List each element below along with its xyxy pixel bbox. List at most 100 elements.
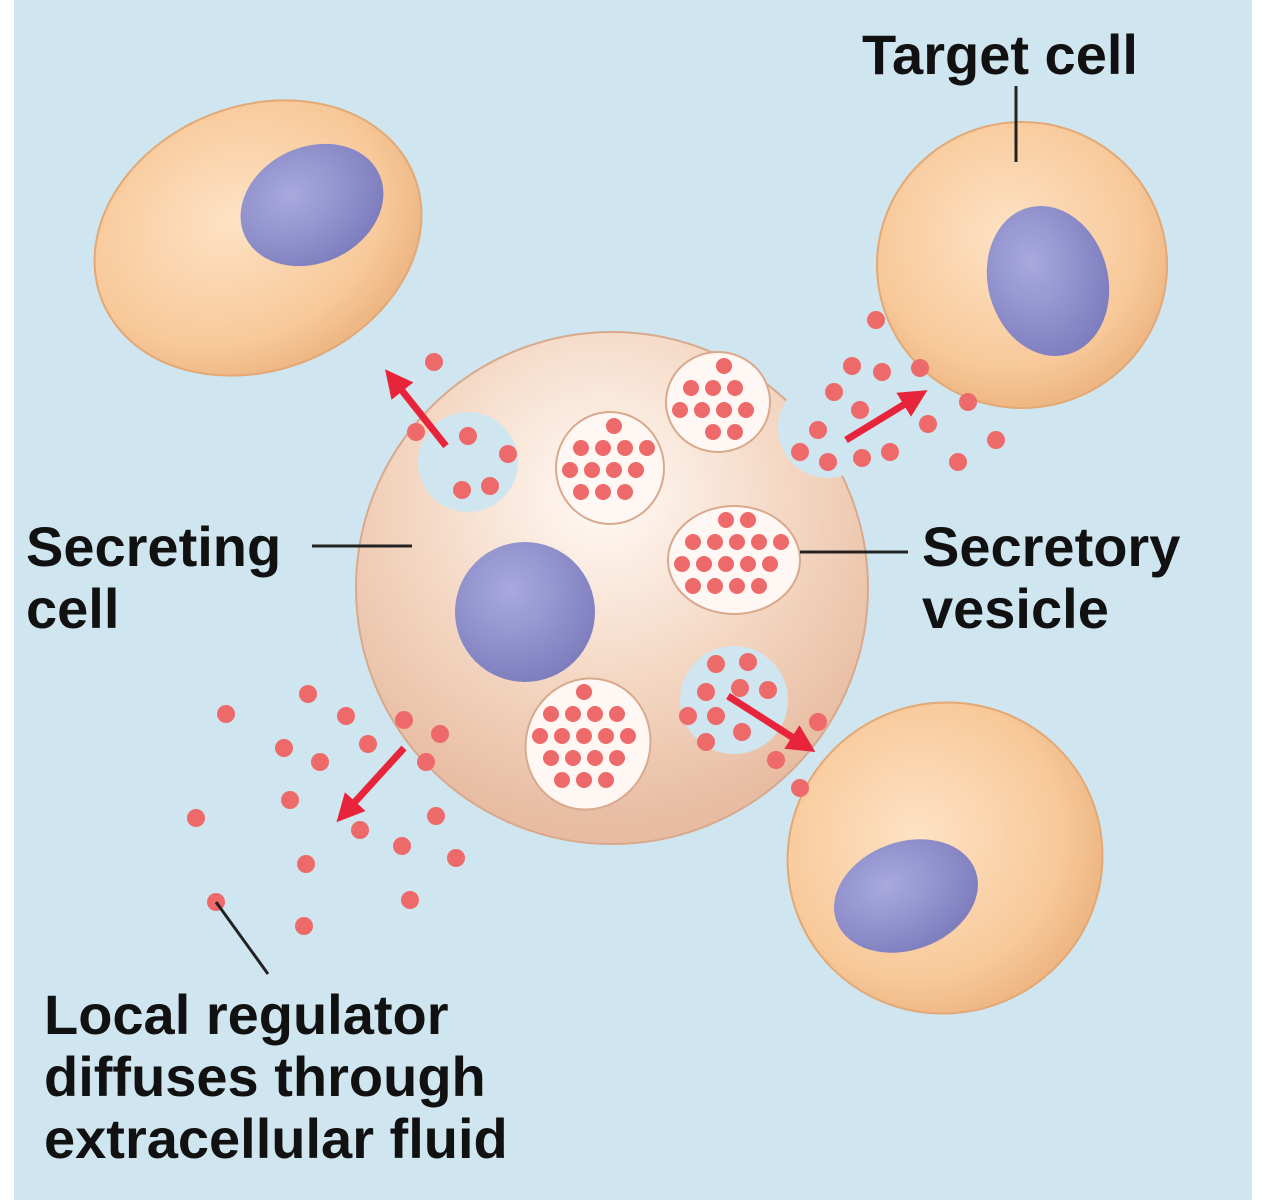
regulator-molecule — [959, 393, 977, 411]
regulator-molecule — [819, 453, 837, 471]
arrow-down-left — [336, 745, 407, 823]
regulator-molecule — [453, 481, 471, 499]
regulator-molecule — [425, 353, 443, 371]
regulator-molecule — [727, 380, 743, 396]
regulator-molecule — [705, 380, 721, 396]
regulator-molecule — [639, 440, 655, 456]
arrow-down-right — [726, 693, 816, 753]
regulator-molecule — [679, 707, 697, 725]
regulator-molecule — [739, 653, 757, 671]
regulator-molecule — [532, 728, 548, 744]
regulator-molecule — [407, 423, 425, 441]
regulator-molecule — [705, 424, 721, 440]
regulator-molecule — [573, 440, 589, 456]
regulator-molecule — [733, 723, 751, 741]
local-regulator-leader — [214, 901, 270, 975]
regulator-molecule — [716, 402, 732, 418]
regulator-molecule — [584, 462, 600, 478]
regulator-molecule — [759, 681, 777, 699]
nucleus — [455, 542, 595, 682]
regulator-molecule — [809, 713, 827, 731]
regulator-molecule — [751, 534, 767, 550]
regulator-molecule — [751, 578, 767, 594]
regulator-molecule — [427, 807, 445, 825]
regulator-molecule — [851, 401, 869, 419]
regulator-molecule — [867, 311, 885, 329]
regulator-molecule — [707, 655, 725, 673]
regulator-molecule — [707, 578, 723, 594]
regulator-molecule — [791, 779, 809, 797]
regulator-molecule — [718, 512, 734, 528]
regulator-molecule — [395, 711, 413, 729]
regulator-molecule — [481, 477, 499, 495]
regulator-molecule — [609, 706, 625, 722]
regulator-molecule — [606, 418, 622, 434]
secretory-vesicle — [555, 411, 665, 525]
diffusion-arrows — [336, 369, 928, 823]
regulator-molecule — [740, 556, 756, 572]
regulator-molecule — [609, 750, 625, 766]
regulator-molecule — [620, 728, 636, 744]
regulator-molecule — [791, 443, 809, 461]
regulator-molecule — [459, 427, 477, 445]
regulator-molecule — [598, 772, 614, 788]
regulator-molecule — [685, 534, 701, 550]
regulator-molecule — [311, 753, 329, 771]
regulator-molecule — [873, 363, 891, 381]
target-cell-top-left — [93, 99, 423, 377]
regulator-molecule — [825, 383, 843, 401]
arrow-up-right — [844, 390, 928, 443]
regulator-molecule — [543, 750, 559, 766]
label-target-cell: Target cell — [862, 23, 1138, 86]
regulator-molecule — [674, 556, 690, 572]
regulator-molecule — [351, 821, 369, 839]
regulator-molecule — [729, 578, 745, 594]
regulator-molecule — [729, 534, 745, 550]
regulator-molecule — [809, 421, 827, 439]
secretory-vesicle — [524, 677, 652, 811]
regulator-molecule — [697, 683, 715, 701]
label-secretory-vesicle: Secretory vesicle — [922, 515, 1181, 640]
regulator-molecule — [447, 849, 465, 867]
leader-lines — [214, 86, 1018, 975]
regulator-molecule — [911, 359, 929, 377]
regulator-molecule — [337, 707, 355, 725]
regulator-molecule — [598, 728, 614, 744]
regulator-molecule — [587, 750, 603, 766]
regulator-molecule — [617, 484, 633, 500]
regulator-molecule — [573, 484, 589, 500]
regulator-molecule — [587, 706, 603, 722]
regulator-molecule — [617, 440, 633, 456]
secretory-vesicle — [665, 351, 771, 453]
regulator-molecule — [740, 512, 756, 528]
regulator-molecule — [628, 462, 644, 478]
regulator-molecule — [297, 855, 315, 873]
regulator-molecule — [417, 753, 435, 771]
regulator-molecule — [565, 750, 581, 766]
arrow-up-left — [385, 369, 449, 449]
regulator-molecule — [576, 728, 592, 744]
regulator-molecule — [762, 556, 778, 572]
regulator-molecule — [281, 791, 299, 809]
regulator-molecule — [716, 358, 732, 374]
regulator-molecule — [672, 402, 688, 418]
regulator-molecule — [554, 772, 570, 788]
regulator-molecule — [727, 424, 743, 440]
regulator-molecule — [853, 449, 871, 467]
regulator-molecule — [562, 462, 578, 478]
regulator-molecule — [187, 809, 205, 827]
regulator-molecule — [543, 706, 559, 722]
label-secreting-cell: Secreting cell — [26, 515, 282, 640]
regulator-molecule — [881, 443, 899, 461]
secretory-vesicle — [667, 505, 801, 615]
regulator-molecule — [707, 534, 723, 550]
regulator-molecule — [696, 556, 712, 572]
regulator-molecule — [576, 772, 592, 788]
regulator-molecule — [987, 431, 1005, 449]
nucleus — [834, 839, 978, 953]
regulator-molecule — [393, 837, 411, 855]
regulator-molecule — [949, 453, 967, 471]
regulator-molecule — [773, 534, 789, 550]
regulator-molecule — [576, 684, 592, 700]
